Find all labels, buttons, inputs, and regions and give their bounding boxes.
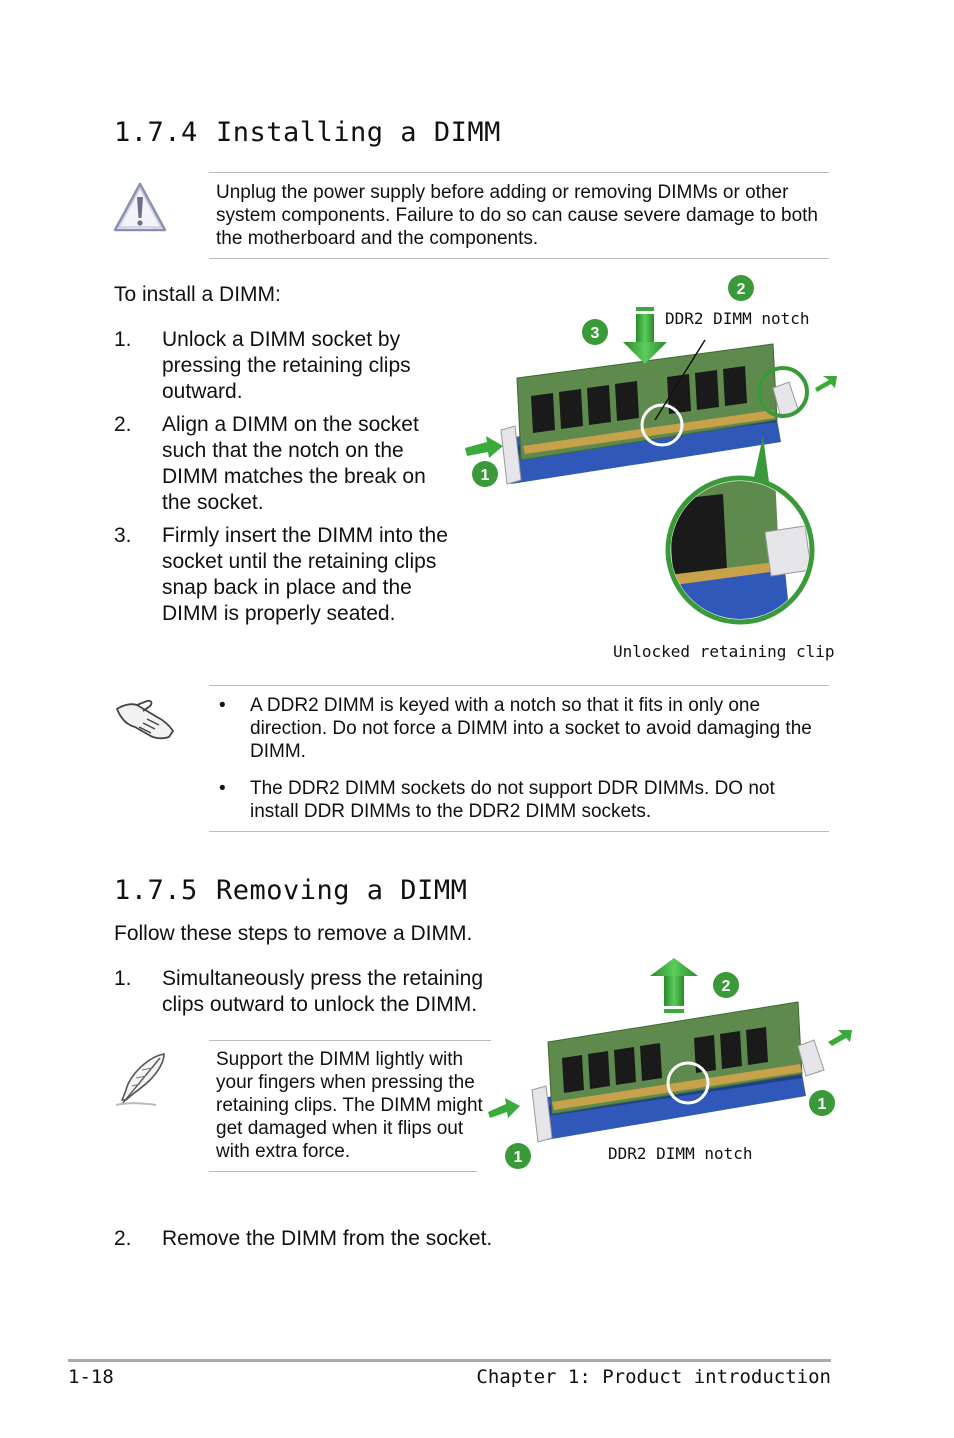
- footer-rule: [68, 1359, 831, 1362]
- note-item: •The DDR2 DIMM sockets do not support DD…: [219, 778, 775, 822]
- svg-text:1: 1: [481, 467, 490, 484]
- dimm-gold-contacts: [523, 410, 775, 454]
- dimm-install-figure: 2 3 1: [465, 275, 837, 625]
- remove-step: 2.Remove the DIMM from the socket.: [114, 1227, 493, 1250]
- dimm-gold-contacts: [552, 1064, 802, 1110]
- step-badge-1-left: 1: [505, 1143, 531, 1169]
- insert-down-arrow: [623, 307, 667, 364]
- remove-step: 1.Simultaneously press the retaining cli…: [114, 967, 484, 1016]
- remove-note-top-rule: [209, 1040, 491, 1041]
- step-badge-2: 2: [728, 275, 754, 301]
- dimm-remove-figure: 2 1 1: [488, 958, 852, 1169]
- retaining-clip-left: [500, 425, 522, 485]
- clip-arrow-right: [815, 376, 837, 392]
- warning-bottom-rule: [209, 258, 829, 259]
- section-title: Removing a DIMM: [216, 875, 468, 906]
- clip-highlight-circle: [757, 366, 809, 418]
- dimm-chips: [562, 1027, 768, 1093]
- notch-highlight-circle: [640, 403, 684, 447]
- remove-step-2: 2.Remove the DIMM from the socket.: [114, 1226, 534, 1259]
- section-number: 1.7.5: [114, 875, 198, 906]
- section-heading-install: 1.7.4 Installing a DIMM: [114, 117, 501, 148]
- section-number: 1.7.4: [114, 117, 198, 148]
- remove-notch-label: DDR2 DIMM notch: [608, 1144, 753, 1163]
- unlocked-clip-label: Unlocked retaining clip: [613, 642, 835, 661]
- note-item: •A DDR2 DIMM is keyed with a notch so th…: [219, 695, 812, 762]
- step-badge-2: 2: [713, 972, 739, 998]
- warning-text: Unplug the power supply before adding or…: [216, 182, 818, 249]
- step-badge-1: 1: [472, 461, 498, 487]
- step-badge-3: 3: [582, 319, 608, 345]
- feather-pen-icon: [115, 1053, 165, 1106]
- notes-top-rule: [209, 685, 829, 686]
- remove-intro: Follow these steps to remove a DIMM.: [114, 922, 473, 945]
- install-step: 3.Firmly insert the DIMM into the socket…: [114, 524, 448, 625]
- svg-text:2: 2: [737, 281, 746, 298]
- install-step: 1.Unlock a DIMM socket by pressing the r…: [114, 328, 411, 403]
- step-badge-1-right: 1: [809, 1090, 835, 1116]
- install-notch-label: DDR2 DIMM notch: [665, 309, 810, 328]
- remove-step-1: 1.Simultaneously press the retaining cli…: [114, 966, 494, 1025]
- install-steps: 1.Unlock a DIMM socket by pressing the r…: [114, 327, 459, 634]
- retaining-clip-right: [797, 1039, 825, 1077]
- notch-highlight-circle: [666, 1061, 710, 1105]
- clip-arrow-right: [828, 1030, 852, 1046]
- svg-text:2: 2: [722, 978, 731, 995]
- install-intro: To install a DIMM:: [114, 283, 281, 306]
- svg-text:1: 1: [514, 1149, 523, 1166]
- pointing-hand-icon: [116, 699, 174, 740]
- install-step: 2.Align a DIMM on the socket such that t…: [114, 413, 426, 514]
- svg-text:3: 3: [591, 325, 600, 342]
- remove-note-text: Support the DIMM lightly with your finge…: [216, 1049, 483, 1162]
- notch-leader-line: [654, 339, 706, 421]
- page-number: 1-18: [68, 1366, 114, 1388]
- section-title: Installing a DIMM: [216, 117, 501, 148]
- notes-list: •A DDR2 DIMM is keyed with a notch so th…: [209, 694, 824, 837]
- notes-bottom-rule: [209, 831, 829, 832]
- remove-up-arrow: [650, 958, 698, 1013]
- clip-arrow-left: [465, 436, 503, 458]
- retaining-clip-left: [531, 1085, 553, 1143]
- dimm-chips: [531, 366, 747, 433]
- warning-top-rule: [209, 172, 829, 173]
- chapter-title: Chapter 1: Product introduction: [476, 1366, 831, 1388]
- remove-note-bottom-rule: [209, 1171, 477, 1172]
- clip-arrow-left: [488, 1098, 520, 1118]
- warning-triangle-icon: [113, 182, 167, 232]
- dimm-module: [547, 1001, 803, 1115]
- svg-text:1: 1: [818, 1096, 827, 1113]
- section-heading-remove: 1.7.5 Removing a DIMM: [114, 875, 467, 906]
